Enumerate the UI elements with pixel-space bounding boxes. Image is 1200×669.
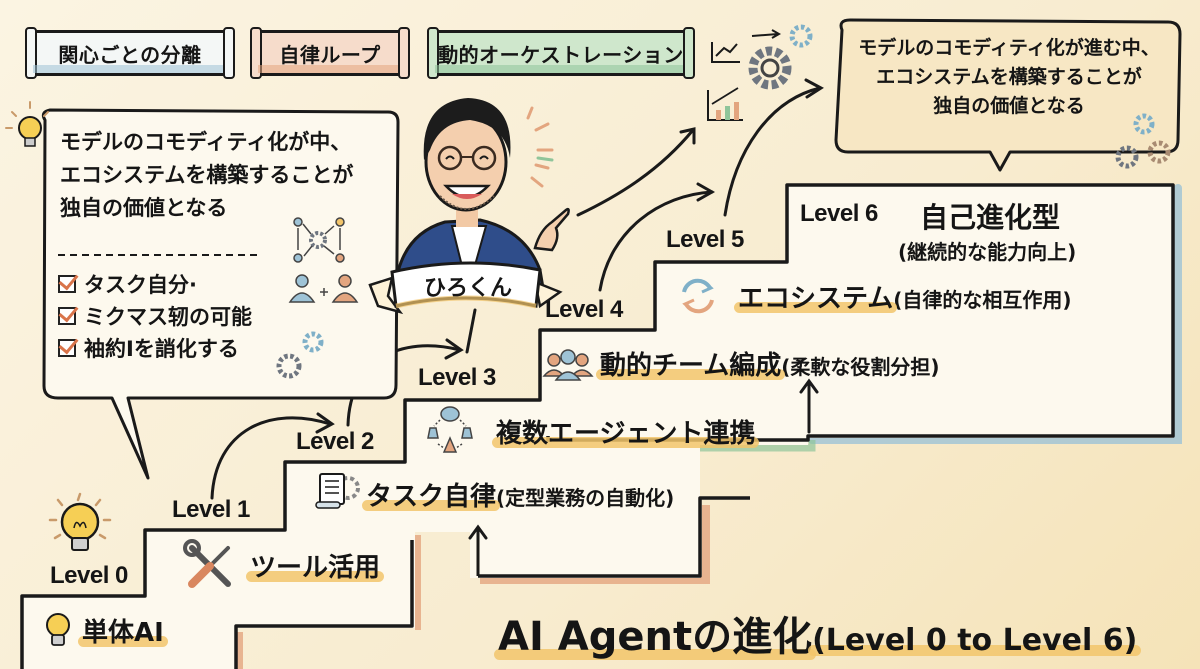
checklist-item: 袖約Iを誚化する <box>58 332 252 364</box>
checklist-item: ミクマス轫の可能 <box>58 300 252 332</box>
left-bubble-line: モデルのコモディティ化が中、 <box>60 130 352 154</box>
checkbox-checked-icon <box>58 275 76 293</box>
level-5-label: Level 5 <box>666 226 744 253</box>
level-6-label: Level 6 <box>800 200 878 227</box>
level-4-label: Level 4 <box>545 296 623 323</box>
main-title: AI Agentの進化(Level 0 to Level 6) <box>493 604 1142 662</box>
level-6-desc: (継続的な能力向上) <box>898 240 1077 264</box>
main-title-primary: AI Agentの進化 <box>493 604 817 662</box>
left-bubble-checklist: タスク自分· ミクマス轫の可能 袖約Iを誚化する <box>58 268 252 364</box>
checklist-label: 袖約Iを誚化する <box>84 337 239 361</box>
banner-autonomous-loop: 自律ループ <box>250 27 410 79</box>
left-bubble-line: 独自の価値となる <box>60 196 228 220</box>
banner-shade <box>258 65 402 73</box>
level-0-step: 単体AI <box>78 612 168 649</box>
lightbulb-icon <box>5 101 49 147</box>
level-0-label: Level 0 <box>50 562 128 589</box>
level-0-title: 単体AI <box>78 612 168 649</box>
level-4-desc: (柔軟な役割分担) <box>781 355 940 379</box>
banner-shade <box>33 65 227 73</box>
level-3-label: Level 3 <box>418 364 496 391</box>
level-6-step: 自己進化型 <box>920 196 1060 236</box>
character-name-label: ひろくん <box>423 276 512 301</box>
level-4-title: 動的チーム編成 <box>595 345 786 382</box>
level-2-step: タスク自律(定型業務の自動化) <box>361 476 675 513</box>
checklist-label: タスク自分· <box>84 273 197 297</box>
right-bubble-line: エコシステムを構築することが <box>876 66 1142 88</box>
left-bubble-line: エコシステムを構築することが <box>60 163 354 187</box>
level-5-step: エコシステム(自律的な相互作用) <box>733 278 1072 315</box>
banner-separation-of-concerns: 関心ごとの分離 <box>25 27 235 79</box>
level-3-step: 複数エージェント連携 <box>491 413 760 450</box>
right-bubble-line: モデルのコモディティ化が進む中、 <box>858 37 1160 59</box>
banner-dynamic-orchestration: 動的オーケストレーション <box>427 27 695 79</box>
level-1-step: ツール活用 <box>245 547 385 584</box>
level-2-label: Level 2 <box>296 428 374 455</box>
banner-label: 自律ループ <box>279 42 381 67</box>
checklist-label: ミクマス轫の可能 <box>84 305 252 329</box>
checkbox-checked-icon <box>58 339 76 357</box>
checklist-item: タスク自分· <box>58 268 252 300</box>
main-title-secondary: (Level 0 to Level 6) <box>808 623 1142 658</box>
level-2-desc: (定型業務の自動化) <box>496 486 675 510</box>
level-6-title: 自己進化型 <box>920 201 1061 234</box>
level-5-title: エコシステム <box>733 278 898 315</box>
level-3-title: 複数エージェント連携 <box>491 413 760 450</box>
banner-label: 動的オーケストレーション <box>438 42 684 67</box>
right-bubble-line: 独自の価値となる <box>933 95 1085 117</box>
checkbox-checked-icon <box>58 307 76 325</box>
level-4-step: 動的チーム編成(柔軟な役割分担) <box>595 345 940 382</box>
level-1-label: Level 1 <box>172 496 250 523</box>
banner-label: 関心ごとの分離 <box>58 42 202 67</box>
level-1-title: ツール活用 <box>245 547 385 584</box>
level-5-desc: (自律的な相互作用) <box>893 288 1072 312</box>
banner-shade <box>435 65 687 73</box>
level-2-title: タスク自律 <box>361 476 501 513</box>
left-bubble-text: モデルのコモディティ化が中、 エコシステムを構築することが 独自の価値となる <box>60 126 353 225</box>
right-bubble-text: モデルのコモディティ化が進む中、 エコシステムを構築することが 独自の価値となる <box>846 34 1172 121</box>
